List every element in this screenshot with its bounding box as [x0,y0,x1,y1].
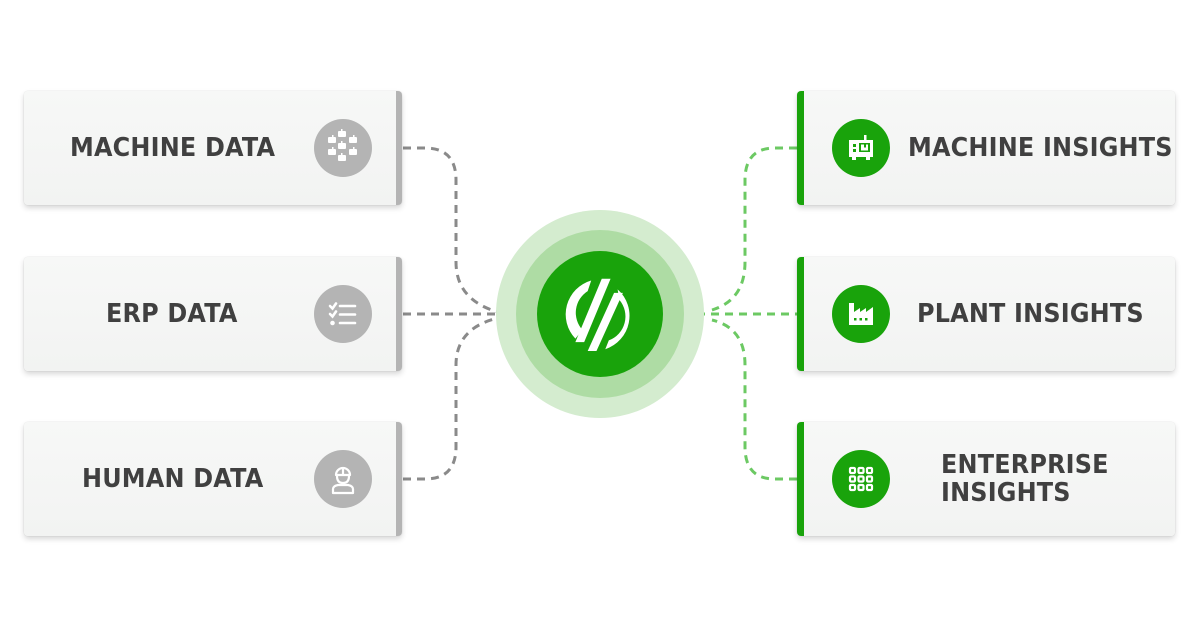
machines-cluster-icon [314,119,372,177]
checklist-icon [314,285,372,343]
factory-icon [832,285,890,343]
output-card-plant-insights: PLANT INSIGHTS [797,257,1175,371]
output-label-line1: ENTERPRISE [941,450,1109,480]
worker-hardhat-icon [314,450,372,508]
machine-icon [832,119,890,177]
grid-icon [832,450,890,508]
output-card-enterprise-insights: ENTERPRISE INSIGHTS [797,422,1175,536]
input-card-human-data: HUMAN DATA [24,422,402,536]
output-label-line2: INSIGHTS [941,478,1071,508]
connector-machine-data [403,146,499,314]
connector-enterprise-insights [711,318,797,481]
output-card-machine-insights: MACHINE INSIGHTS [797,91,1175,205]
connector-machine-insights [711,146,797,312]
input-label: MACHINE DATA [70,133,276,163]
input-card-erp-data: ERP DATA [24,257,402,371]
output-label: PLANT INSIGHTS [917,299,1144,329]
input-card-machine-data: MACHINE DATA [24,91,402,205]
input-label: ERP DATA [106,299,238,329]
hub-core [537,251,663,377]
brand-logo-icon [565,278,630,351]
connector-human-data [403,316,499,481]
input-label: HUMAN DATA [82,464,264,494]
output-label: MACHINE INSIGHTS [908,133,1173,163]
output-label: ENTERPRISE INSIGHTS [941,422,1109,536]
